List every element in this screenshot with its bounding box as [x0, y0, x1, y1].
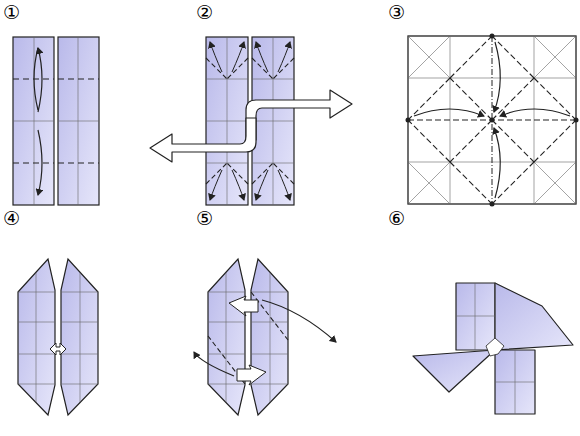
step-number: ④ — [3, 209, 20, 228]
step-number: ⑤ — [196, 209, 213, 228]
step-number: ① — [3, 3, 20, 22]
step-number: ⑥ — [388, 209, 405, 228]
step-number: ② — [196, 3, 213, 22]
step-number: ③ — [388, 3, 405, 22]
